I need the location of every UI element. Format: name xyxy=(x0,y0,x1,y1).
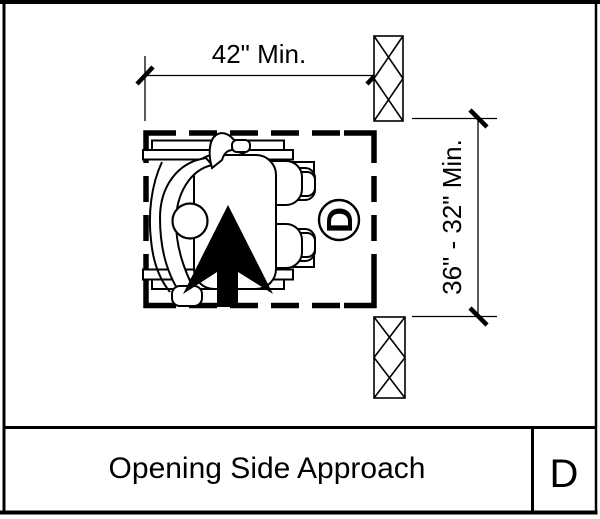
dim-3632-label: 36" - 32" Min. xyxy=(437,139,467,295)
door-jamb-bottom-outline xyxy=(373,316,406,399)
drawing-title: Opening Side Approach xyxy=(109,452,426,485)
sheet-letter: D xyxy=(550,452,579,496)
clear-floor-corner-br xyxy=(344,275,377,309)
dim-3632-tick-bottom xyxy=(468,306,489,327)
dim-3632-tick-top xyxy=(468,108,489,129)
door-jamb-top xyxy=(373,35,404,122)
dim-42-tick-left xyxy=(135,65,155,86)
hand-bottom xyxy=(171,285,203,307)
title-block xyxy=(0,426,598,515)
clear-floor-corner-tr xyxy=(344,130,377,163)
detail-marker-ring xyxy=(317,198,361,242)
head xyxy=(171,202,209,240)
detail-marker-letter: D xyxy=(319,207,360,233)
door-jamb-top-outline xyxy=(373,35,404,122)
approach-direction-arrow-icon xyxy=(183,205,273,307)
door-jamb-bottom-hatch xyxy=(373,357,406,399)
detail-marker-circle: D xyxy=(317,198,361,242)
hand-top xyxy=(231,139,251,153)
door-jamb-top-hatch xyxy=(373,78,404,122)
door-jamb-top-hatch xyxy=(373,35,404,79)
door-jamb-bottom xyxy=(373,316,406,399)
clear-floor-corner-bl xyxy=(143,275,176,309)
chair-back-arc xyxy=(148,161,171,293)
door-jamb-bottom-hatch xyxy=(373,316,406,358)
dimension-36-32 xyxy=(412,108,497,327)
dim-42-label: 42" Min. xyxy=(212,39,307,69)
